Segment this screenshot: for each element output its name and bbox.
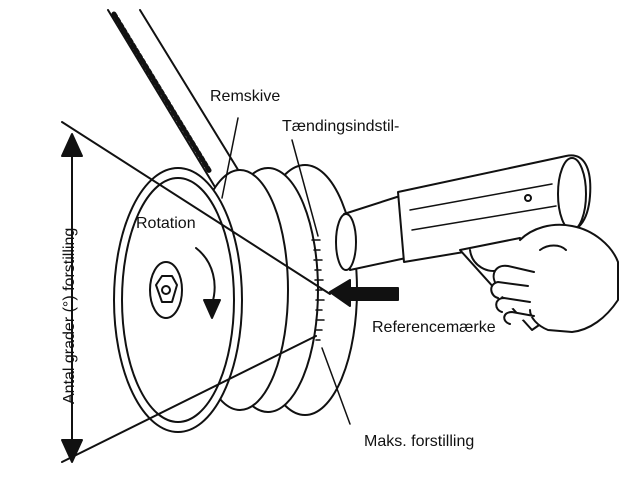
timing-scale (311, 239, 325, 341)
arrow-left-icon (329, 279, 399, 307)
hand (490, 223, 619, 333)
angle-line-upper (61, 121, 331, 295)
hub-outer (149, 261, 183, 319)
curved-arrow-down-icon (195, 247, 221, 319)
pulley-front-face (113, 167, 243, 433)
degree-range-arrow (61, 133, 83, 463)
label-pulley: Remskive (210, 88, 281, 105)
leader-timing-marks (291, 139, 319, 237)
label-timing-marks: Tændingsindstil- (282, 118, 400, 135)
label-max-advance: Maks. forstilling (364, 433, 475, 450)
label-reference-mark: Referencemærke (372, 319, 496, 336)
hex-bolt-icon (155, 275, 178, 303)
angle-line-lower (61, 335, 317, 463)
label-rotation: Rotation (136, 215, 196, 232)
leader-pulley (221, 117, 239, 199)
label-advance-degrees: Antal grader (°) forstilling (61, 227, 78, 404)
pulley-front-rim (121, 177, 235, 423)
leader-max-advance (321, 347, 351, 425)
